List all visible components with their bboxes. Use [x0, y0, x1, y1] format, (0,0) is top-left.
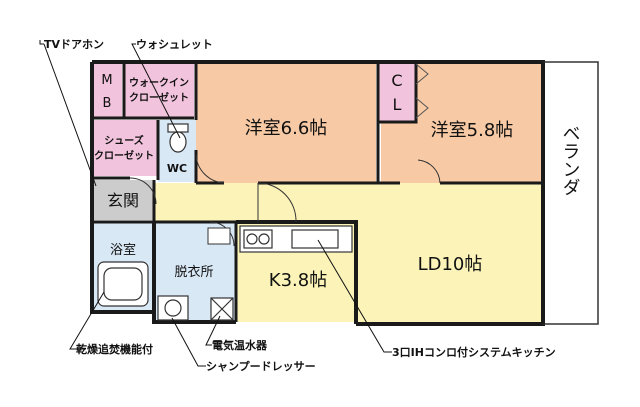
- veranda-label: ベランダ: [560, 124, 581, 196]
- walk-in-closet-fill: [124, 63, 194, 118]
- shoe-closet-label-2: クローゼット: [94, 149, 154, 162]
- closet-fill: [378, 63, 416, 123]
- western-room-1-label: 洋室6.6帖: [245, 118, 328, 139]
- toilet-label: WC: [167, 162, 187, 175]
- system-kitchen-annotation: 3口IHコンロ付システムキッチン: [392, 345, 556, 359]
- water-heater-fixture: [210, 297, 234, 321]
- western-room-2-label: 洋室5.8帖: [431, 120, 514, 141]
- inner-walls: [92, 62, 543, 322]
- bath-dryer-annotation: 乾燥追焚機能付: [76, 342, 153, 356]
- living-dining-label: LD10帖: [418, 254, 483, 275]
- entrance-label: 玄関: [107, 191, 139, 210]
- meter-box-fill: [92, 63, 122, 118]
- leader-lines: [39, 40, 392, 367]
- kitchen-label: K3.8帖: [269, 270, 327, 291]
- meter-box-label-b: B: [103, 96, 112, 111]
- shampoo-dresser-annotation: シャンプードレッサー: [206, 359, 316, 373]
- living-fill: [355, 183, 543, 323]
- walk-in-closet-label-1: ウォークイン: [129, 77, 189, 89]
- closet-folding-doors: [415, 63, 429, 119]
- meter-box-label-m: M: [101, 73, 112, 88]
- washbasin-fixture: [157, 295, 189, 321]
- closet-label-l: L: [393, 95, 402, 114]
- bathroom-label: 浴室: [110, 242, 136, 258]
- washer-space: [207, 227, 231, 245]
- washlet-annotation: ウォシュレット: [136, 38, 213, 51]
- veranda-area: [542, 61, 599, 325]
- outer-walls: [90, 60, 545, 326]
- tv-intercom-annotation: TVドアホン: [44, 38, 104, 51]
- closet-label-c: C: [391, 71, 402, 90]
- kitchen-counter: [239, 225, 353, 253]
- shoe-closet-fill: [92, 120, 157, 176]
- shoe-closet-label-1: シューズ: [104, 134, 144, 147]
- dressing-room-label: 脱衣所: [174, 264, 213, 280]
- entrance-fill: [92, 180, 154, 220]
- bathtub-fixture: [97, 261, 149, 307]
- water-heater-annotation: 電気温水器: [212, 338, 268, 352]
- toilet-fixture: [167, 123, 189, 153]
- western-room-1-fill: [196, 63, 376, 183]
- veranda-rail: [543, 61, 598, 325]
- door-swings: [129, 154, 441, 247]
